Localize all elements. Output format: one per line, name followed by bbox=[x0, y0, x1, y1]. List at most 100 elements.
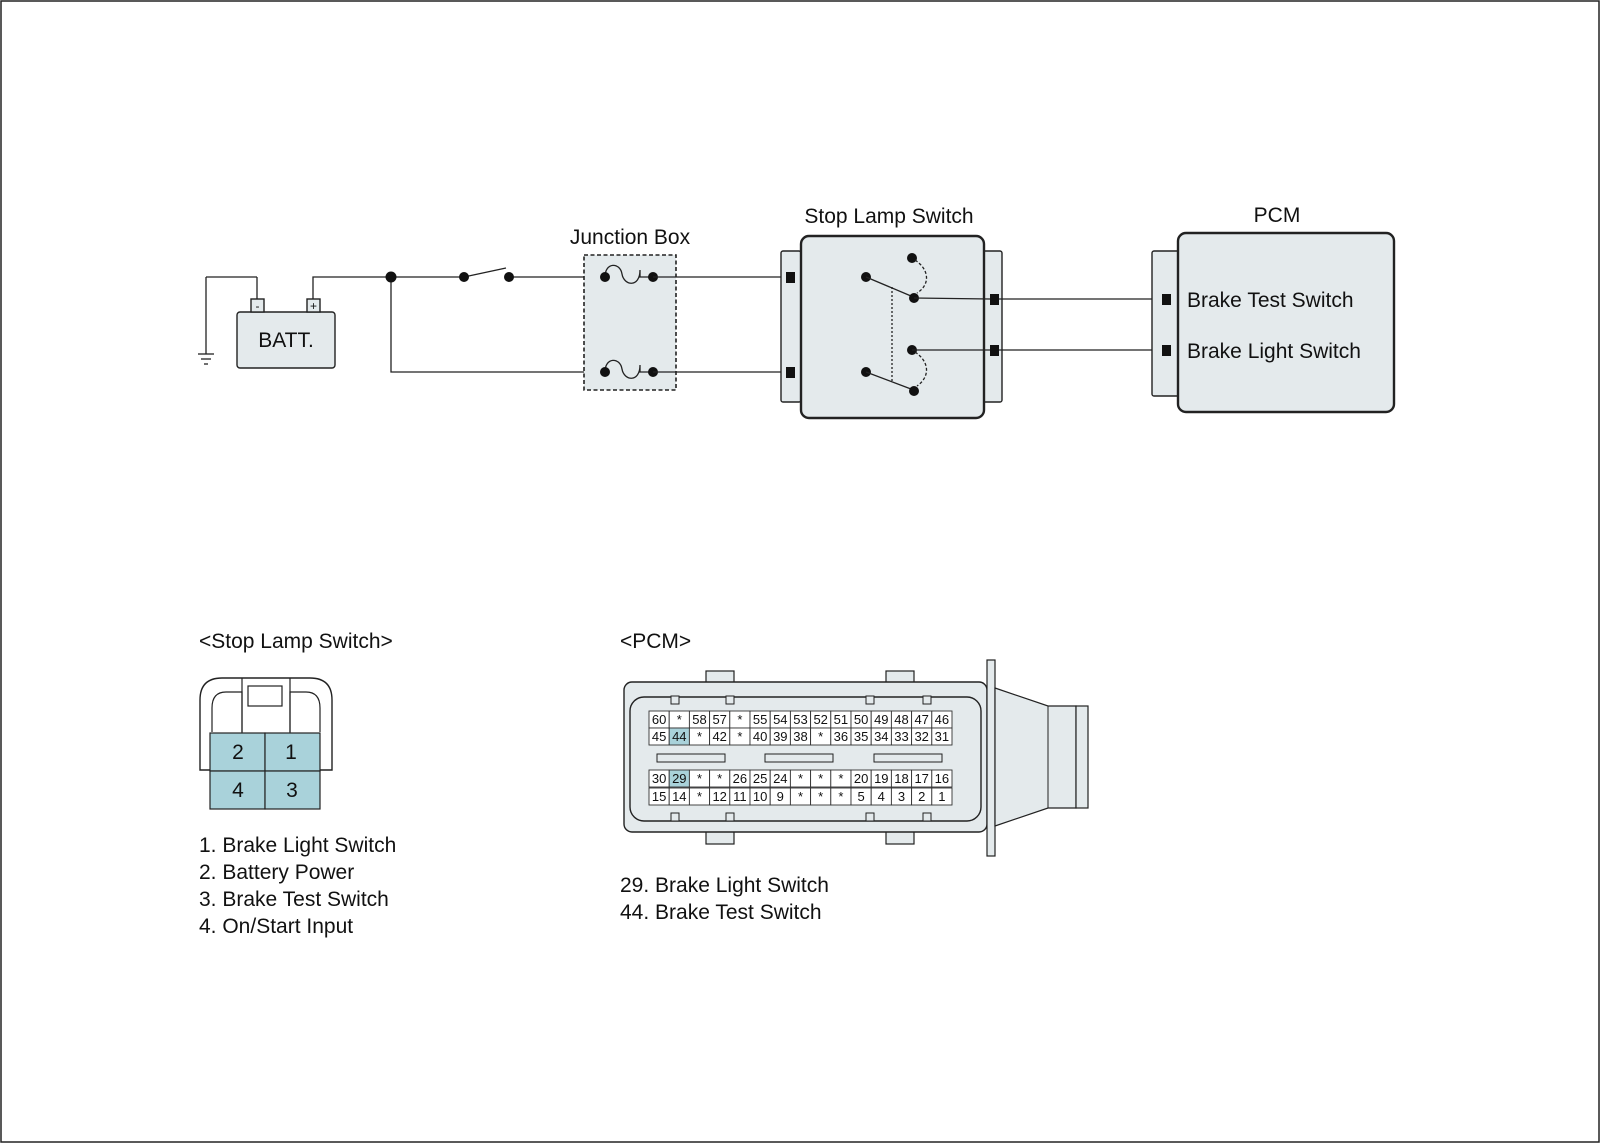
battery-pos-sign: + bbox=[310, 299, 317, 313]
pcm-pin-label: 33 bbox=[894, 729, 908, 744]
pcm-legend-2: 44. Brake Test Switch bbox=[620, 901, 822, 924]
pcm-pin-label: 2 bbox=[918, 789, 925, 804]
pcm-pin-cell bbox=[931, 787, 953, 806]
pcm-pin-label: 5 bbox=[857, 789, 864, 804]
pcm-pin-label: 38 bbox=[793, 729, 807, 744]
stop-lamp-connector-housing: 2 1 4 3 bbox=[199, 677, 333, 810]
junction-box: Junction Box bbox=[570, 226, 691, 391]
pcm-pin-label: * bbox=[838, 771, 843, 786]
pcm-pin-label: 57 bbox=[712, 712, 726, 727]
pcm-pin-label: 55 bbox=[753, 712, 767, 727]
pcm-pin-label: * bbox=[677, 712, 682, 727]
pcm-pin-label: * bbox=[697, 729, 702, 744]
pcm-pin-label: 42 bbox=[712, 729, 726, 744]
pcm-pin-label: 51 bbox=[834, 712, 848, 727]
ground-icon bbox=[198, 276, 258, 365]
pcm-input-brake-test: Brake Test Switch bbox=[1187, 289, 1354, 312]
connector-pin-4 bbox=[209, 770, 266, 810]
stop-lamp-legend-1: 1. Brake Light Switch bbox=[199, 834, 396, 857]
pcm-pin-label: * bbox=[798, 789, 803, 804]
pcm-pin-label: 16 bbox=[935, 771, 949, 786]
pcm-pin-label: * bbox=[737, 729, 742, 744]
pcm-pin-label: 53 bbox=[793, 712, 807, 727]
circuit-schematic: - + BATT. Junction Box bbox=[198, 204, 1396, 420]
pcm-pin-label: 24 bbox=[773, 771, 787, 786]
stop-lamp-legend-2: 2. Battery Power bbox=[199, 861, 354, 884]
pcm-pin-label: * bbox=[697, 789, 702, 804]
stop-lamp-legend-3: 3. Brake Test Switch bbox=[199, 888, 389, 911]
pcm-pin-label: 31 bbox=[935, 729, 949, 744]
stop-lamp-legend-4: 4. On/Start Input bbox=[199, 915, 353, 938]
pcm-pin-label: * bbox=[717, 771, 722, 786]
pcm-pin-label: 30 bbox=[652, 771, 666, 786]
pcm-pin-label: 34 bbox=[874, 729, 888, 744]
pcm-pin-label: 58 bbox=[692, 712, 706, 727]
pcm-pin-label: * bbox=[737, 712, 742, 727]
pcm-pin-label: 54 bbox=[773, 712, 787, 727]
pcm-pin-label: 49 bbox=[874, 712, 888, 727]
fuse-icon bbox=[600, 264, 658, 284]
pcm-module: PCM Brake Test Switch Brake Light Switch bbox=[1151, 204, 1396, 414]
stop-lamp-connector-view: <Stop Lamp Switch> 2 1 4 3 1. Brake Ligh… bbox=[199, 630, 396, 938]
pcm-pin-cell bbox=[931, 727, 953, 746]
pcm-input-brake-light: Brake Light Switch bbox=[1187, 340, 1361, 363]
pcm-pin-label: * bbox=[818, 789, 823, 804]
pcm-pin-label: 36 bbox=[834, 729, 848, 744]
pcm-pin-label: 3 bbox=[898, 789, 905, 804]
pcm-pin-label: 35 bbox=[854, 729, 868, 744]
pcm-pin-label: * bbox=[838, 789, 843, 804]
pcm-label: PCM bbox=[1254, 204, 1301, 227]
pin-label: 2 bbox=[232, 741, 244, 764]
battery-label: BATT. bbox=[258, 329, 314, 352]
pcm-pin-label: 17 bbox=[914, 771, 928, 786]
pin-label: 1 bbox=[285, 741, 297, 764]
stop-lamp-switch-label: Stop Lamp Switch bbox=[804, 205, 973, 228]
pcm-pin-label: * bbox=[818, 729, 823, 744]
pcm-pin-label: 19 bbox=[874, 771, 888, 786]
pcm-pin-label: 52 bbox=[813, 712, 827, 727]
pcm-pin-cell bbox=[931, 769, 953, 788]
pcm-pin-label: 26 bbox=[733, 771, 747, 786]
pcm-pin-label: 32 bbox=[914, 729, 928, 744]
pcm-pin-label: * bbox=[798, 771, 803, 786]
stop-lamp-switch: Stop Lamp Switch bbox=[780, 205, 1003, 420]
pcm-pin-label: 15 bbox=[652, 789, 666, 804]
pcm-legend-1: 29. Brake Light Switch bbox=[620, 874, 829, 897]
pcm-pin-label: 29 bbox=[672, 771, 686, 786]
ignition-switch-blade bbox=[463, 267, 507, 278]
pcm-pin-label: 44 bbox=[672, 729, 686, 744]
battery-neg-sign: - bbox=[256, 299, 260, 313]
connector-pin-3 bbox=[264, 770, 321, 810]
pcm-pin-label: 10 bbox=[753, 789, 767, 804]
pcm-pin-label: * bbox=[818, 771, 823, 786]
pin-label: 3 bbox=[286, 779, 298, 802]
pcm-pin-label: 48 bbox=[894, 712, 908, 727]
pcm-pin-label: 18 bbox=[894, 771, 908, 786]
pcm-pin-label: 11 bbox=[733, 789, 747, 804]
pcm-pin-label: 39 bbox=[773, 729, 787, 744]
connector-pin-2 bbox=[209, 732, 266, 772]
junction-box-label: Junction Box bbox=[570, 226, 691, 249]
pcm-pin-label: 60 bbox=[652, 712, 666, 727]
stop-lamp-connector-title: <Stop Lamp Switch> bbox=[199, 630, 393, 653]
pcm-pin-label: 14 bbox=[672, 789, 686, 804]
pcm-pin-label: 40 bbox=[753, 729, 767, 744]
pcm-pin-label: 25 bbox=[753, 771, 767, 786]
pcm-pin-label: 4 bbox=[878, 789, 885, 804]
pcm-pin-label: 12 bbox=[712, 789, 726, 804]
pcm-pin-label: 45 bbox=[652, 729, 666, 744]
pcm-pin-label: 9 bbox=[777, 789, 784, 804]
pcm-pin-label: 50 bbox=[854, 712, 868, 727]
pcm-connector-title: <PCM> bbox=[620, 630, 691, 653]
pcm-pin-label: 46 bbox=[935, 712, 949, 727]
battery: - + BATT. bbox=[236, 298, 336, 369]
pin-label: 4 bbox=[232, 779, 244, 802]
pcm-connector-view: <PCM> bbox=[620, 630, 1089, 924]
pcm-pin-label: * bbox=[697, 771, 702, 786]
pcm-pin-label: 20 bbox=[854, 771, 868, 786]
pcm-pin-label: 1 bbox=[938, 789, 945, 804]
